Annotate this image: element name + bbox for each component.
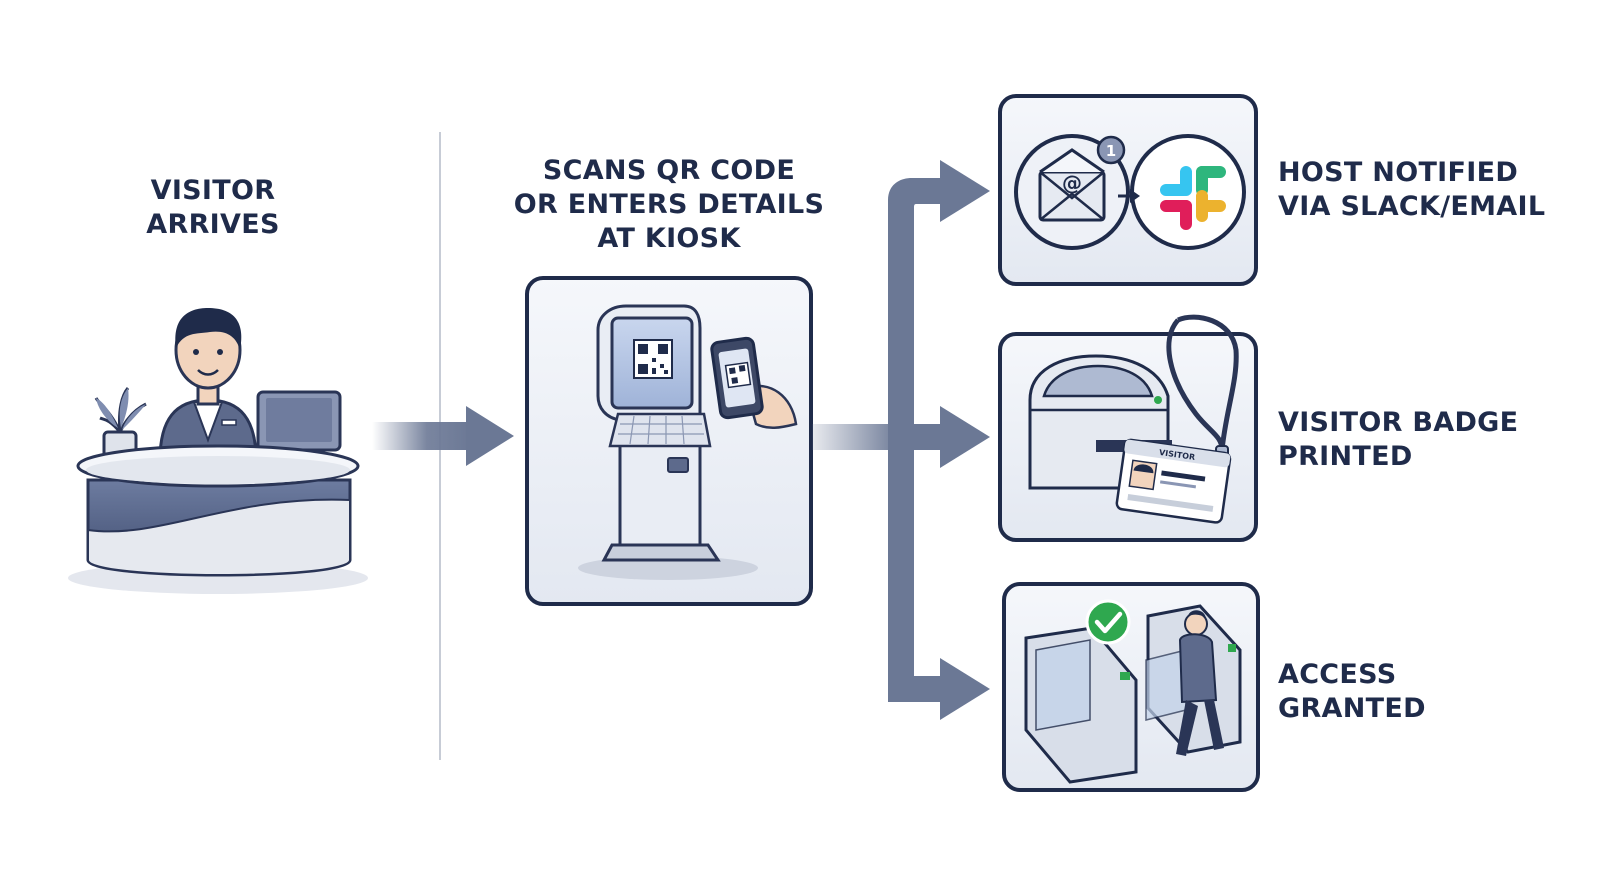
slack-icon <box>1160 166 1226 230</box>
arrow-to-badge <box>940 406 990 468</box>
reception-desk-illustration <box>68 308 368 594</box>
step-visitor-arrives-label: VISITOR ARRIVES <box>146 175 280 240</box>
visitor-badge-card: VISITOR <box>1115 438 1232 524</box>
arrow-to-notify <box>940 160 990 222</box>
step-badge-printed-label: VISITOR BADGE PRINTED <box>1278 407 1519 472</box>
notify-panel: @ 1 <box>998 94 1258 286</box>
step-access-granted-label: ACCESS GRANTED <box>1278 659 1426 724</box>
check-icon <box>1085 599 1131 645</box>
qr-code-icon <box>633 339 673 379</box>
email-icon: @ <box>1038 148 1106 222</box>
kiosk-panel <box>525 276 813 606</box>
arrow-to-kiosk <box>372 406 514 466</box>
step-host-notified-label: HOST NOTIFIED VIA SLACK/EMAIL <box>1278 157 1546 222</box>
branch-arrows <box>812 160 990 720</box>
receptionist-avatar <box>158 308 258 462</box>
badge-printer-panel: VISITOR <box>998 314 1258 542</box>
svg-text:@: @ <box>1062 171 1082 195</box>
access-gate-panel <box>1002 582 1260 792</box>
smartphone-icon <box>710 336 798 429</box>
step-kiosk-label: SCANS QR CODE OR ENTERS DETAILS AT KIOSK <box>513 155 825 254</box>
person-walking-icon <box>1176 610 1224 756</box>
svg-text:1: 1 <box>1106 142 1116 160</box>
notification-badge: 1 <box>1096 135 1126 165</box>
arrow-to-access <box>940 658 990 720</box>
